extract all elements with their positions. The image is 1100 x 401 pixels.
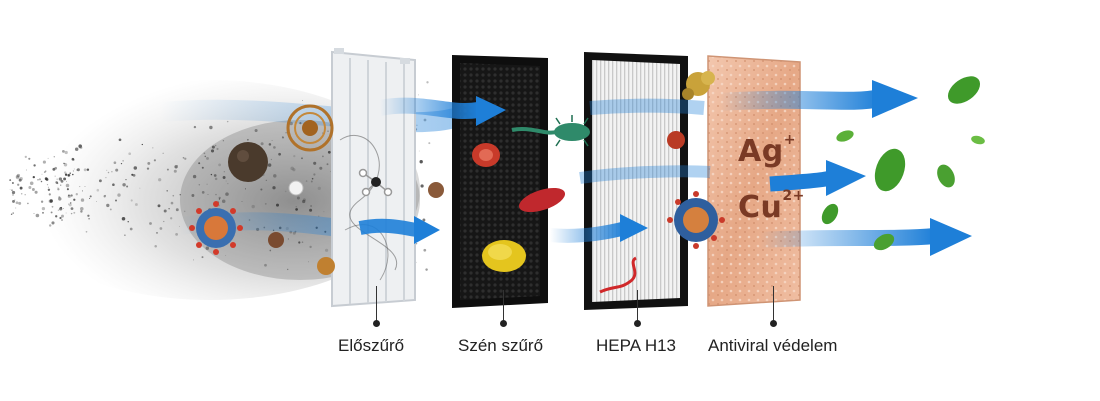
leaves	[821, 76, 985, 251]
pin-line-antiviral	[773, 286, 774, 324]
copper-ion-text: Cu2+	[738, 188, 805, 225]
bacterium-icon	[511, 115, 590, 147]
molecule-icon	[358, 168, 393, 197]
label-antiviral: Antiviral védelem	[708, 336, 838, 355]
blue-flow-arrows	[358, 80, 972, 256]
pin-dot-prefilter	[373, 320, 380, 327]
label-prefilter: Előszűrő	[338, 336, 405, 355]
virus-particle	[189, 201, 243, 255]
pin-line-hepa	[637, 290, 638, 324]
silver-ion-text: Ag+	[738, 132, 796, 169]
hepa-filter-panel	[584, 52, 688, 310]
pin-line-prefilter	[376, 286, 377, 324]
particles	[189, 71, 725, 294]
pre-filter-panel	[331, 48, 416, 308]
pin-dot-carbon	[500, 320, 507, 327]
pin-line-carbon	[503, 290, 504, 324]
label-carbon: Szén szűrő	[458, 336, 544, 355]
label-hepa: HEPA H13	[596, 336, 677, 355]
pin-dot-hepa	[634, 320, 641, 327]
pin-dot-antiviral	[770, 320, 777, 327]
virus-particle-2	[667, 191, 725, 249]
